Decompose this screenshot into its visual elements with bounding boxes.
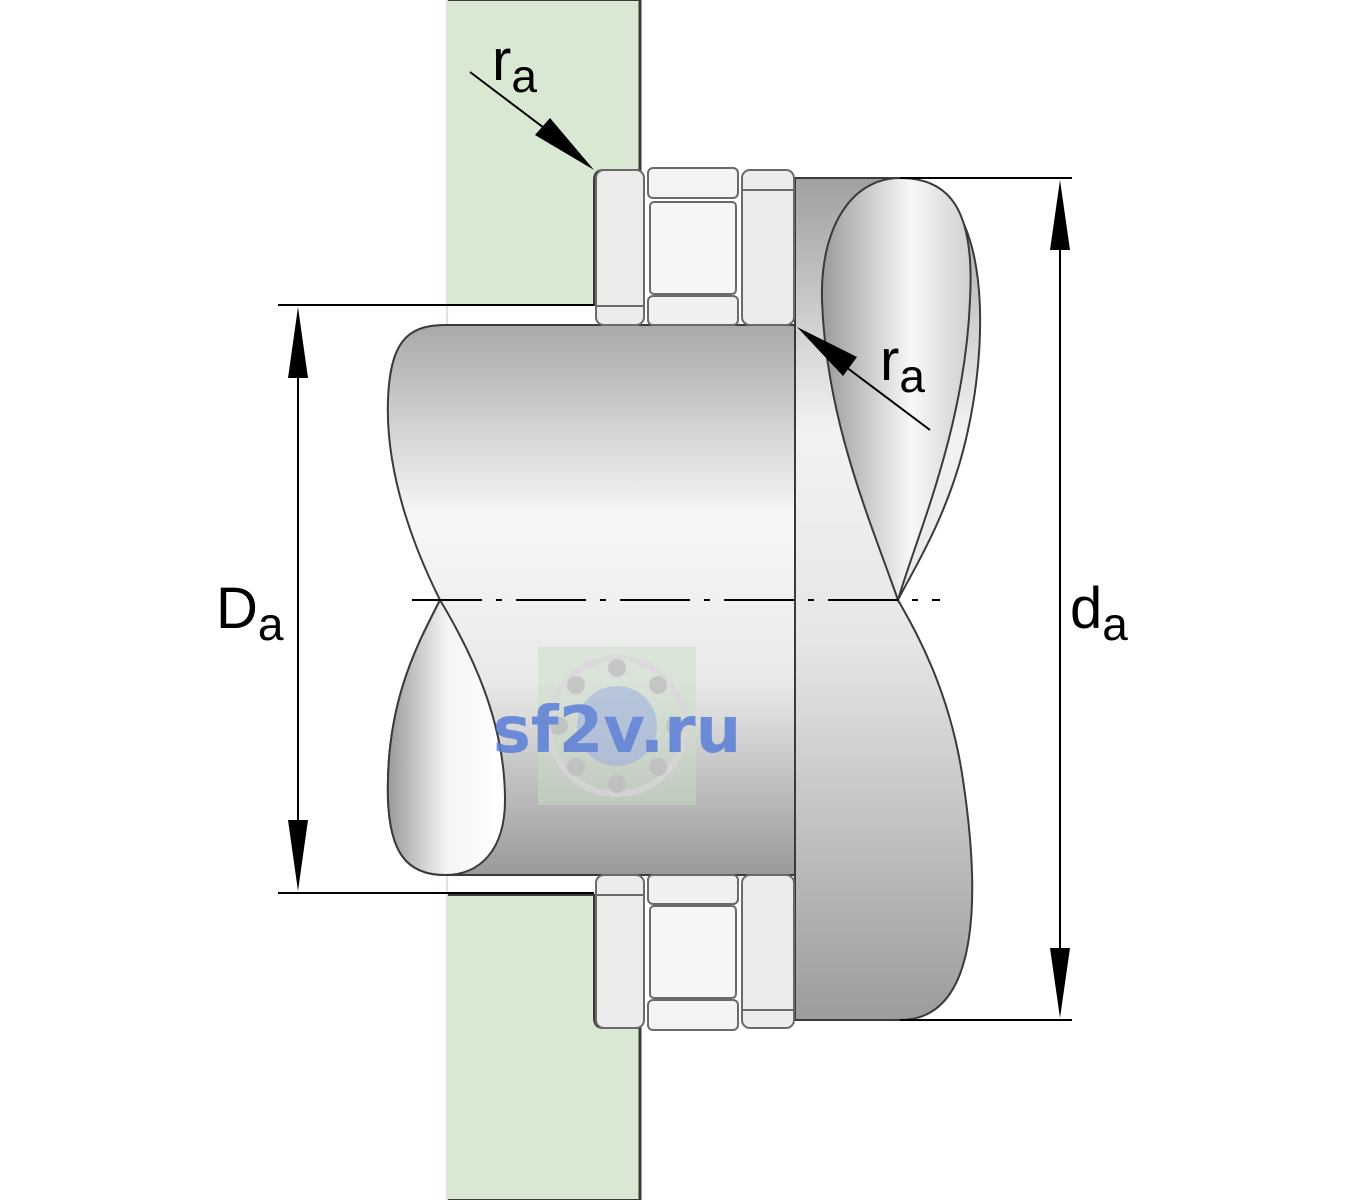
- shaft-end-face: [386, 597, 507, 877]
- arrow-ra-top: [535, 118, 594, 170]
- bearing-upper: [595, 167, 795, 326]
- label-Da: Da: [216, 576, 284, 650]
- label-ra-right: ra: [880, 328, 925, 402]
- bearing-lower: [595, 874, 795, 1031]
- shaft-washer-upper: [741, 169, 795, 326]
- cage-lower: [647, 999, 739, 1031]
- roller-lower: [649, 905, 737, 999]
- arrow-Da-bottom: [288, 820, 308, 891]
- label-da: da: [1070, 576, 1128, 650]
- housing-washer-upper: [595, 169, 645, 326]
- watermark-balls: [550, 659, 684, 793]
- housing-washer-lower: [595, 874, 645, 1029]
- arrow-da-top: [1050, 180, 1070, 250]
- dimension-da: [900, 177, 1072, 1021]
- label-ra-top: ra: [492, 28, 537, 102]
- arrow-Da-top: [288, 307, 308, 378]
- leader-ra-right: [797, 327, 931, 431]
- watermark-bearing-outer: [546, 655, 688, 797]
- watermark: sf2v.ru: [493, 647, 741, 805]
- housing: [446, 0, 642, 1200]
- arrow-ra-right: [797, 327, 857, 376]
- dimension-Da: [278, 304, 594, 894]
- watermark-bearing-inner: [577, 686, 657, 766]
- cage-lower-top: [647, 874, 739, 905]
- arrow-da-bottom: [1050, 948, 1070, 1018]
- cage-upper: [647, 167, 739, 199]
- cage-upper-bottom: [647, 295, 739, 326]
- leader-ra-top: [469, 71, 594, 170]
- roller-upper: [649, 201, 737, 295]
- shaft-washer-lower: [741, 874, 795, 1029]
- watermark-text: sf2v.ru: [493, 694, 741, 768]
